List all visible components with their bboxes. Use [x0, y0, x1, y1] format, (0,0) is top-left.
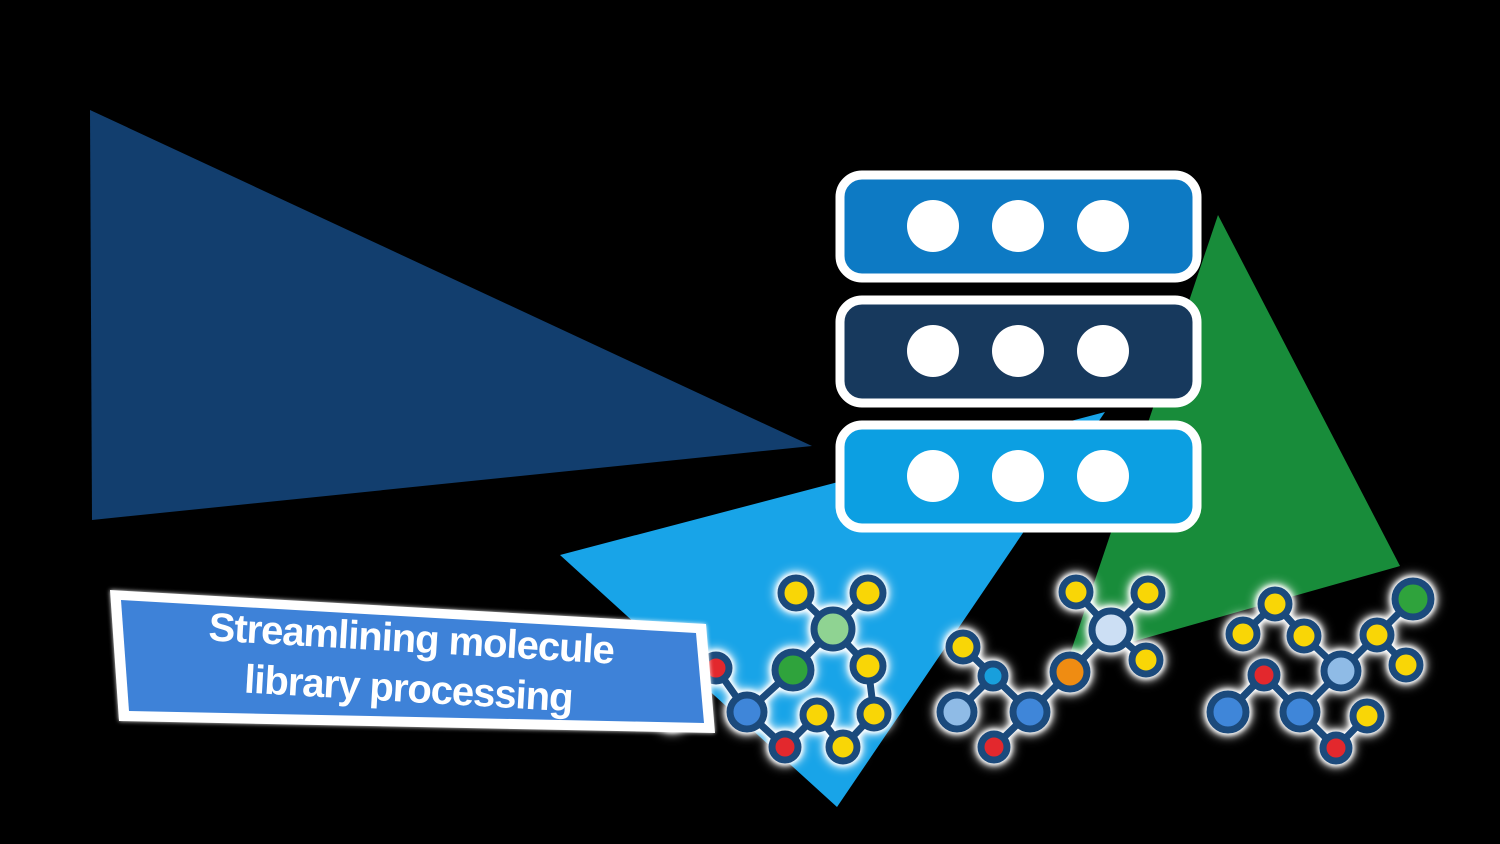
molecule-atom — [945, 629, 981, 665]
molecule-atom — [849, 574, 887, 612]
molecule-atom — [1049, 651, 1091, 693]
molecule-atom — [1257, 586, 1293, 622]
molecule-atom — [810, 606, 856, 652]
molecule-atom — [726, 691, 768, 733]
molecule-atom — [1130, 575, 1166, 611]
molecule-atom — [849, 647, 887, 685]
molecule-atom — [1286, 618, 1322, 654]
molecule-atom — [1388, 647, 1424, 683]
server-dot — [907, 200, 959, 252]
server-dot — [1077, 325, 1129, 377]
dark-blue-triangle — [90, 110, 812, 520]
molecule-atom — [977, 660, 1009, 692]
server-stack-icon — [835, 170, 1202, 533]
molecule-atom — [771, 648, 815, 692]
server-dot — [907, 325, 959, 377]
molecule-atom — [1359, 617, 1395, 653]
molecule-atom — [1349, 698, 1385, 734]
molecule-atom — [1320, 650, 1362, 692]
server-row-top — [835, 170, 1202, 283]
molecule-atom — [1088, 607, 1134, 653]
molecule-atom — [777, 574, 815, 612]
molecule-atom — [768, 730, 802, 764]
molecule-2-icon — [936, 574, 1166, 764]
molecule-atom — [1009, 691, 1051, 733]
banner-background — [121, 600, 704, 723]
molecule-atom — [977, 730, 1011, 764]
molecule-atom — [825, 729, 861, 765]
molecule-3-icon — [1206, 577, 1435, 765]
server-dot — [992, 325, 1044, 377]
green-triangle — [1068, 215, 1400, 660]
server-dot — [907, 450, 959, 502]
server-row-middle — [835, 295, 1202, 408]
server-dot — [1077, 450, 1129, 502]
molecule-atom — [1206, 690, 1250, 734]
molecule-atom — [856, 696, 892, 732]
molecule-atom — [1128, 642, 1164, 678]
molecule-atom — [1319, 731, 1353, 765]
title-banner: Streamlining molecule library processing — [110, 590, 715, 733]
server-dot — [992, 450, 1044, 502]
molecule-atom — [1391, 577, 1435, 621]
molecule-atom — [799, 697, 835, 733]
molecule-atom — [1225, 616, 1261, 652]
server-dot — [1077, 200, 1129, 252]
server-dot — [992, 200, 1044, 252]
molecule-atom — [1279, 691, 1321, 733]
molecule-atom — [1058, 574, 1094, 610]
server-row-bottom — [835, 420, 1202, 533]
molecule-atom — [936, 691, 978, 733]
molecule-atom — [1247, 658, 1281, 692]
